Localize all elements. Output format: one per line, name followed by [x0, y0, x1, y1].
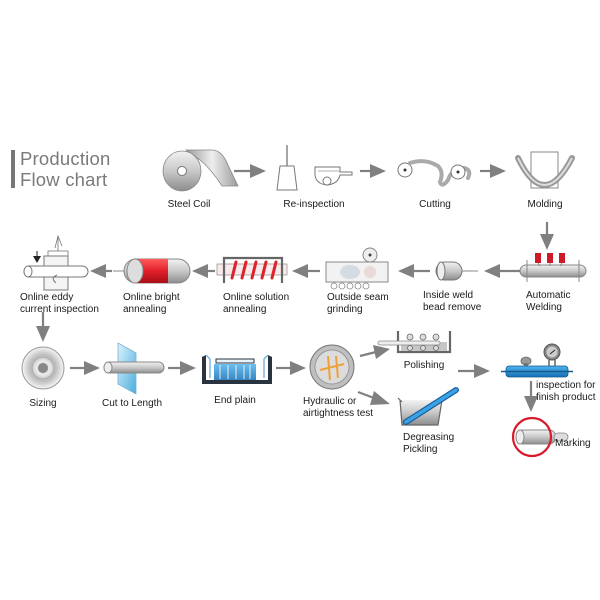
hydraulic-test-icon	[309, 344, 355, 390]
finish-inspection-icon	[501, 343, 573, 378]
arrow-hydraulic-to-degreasing	[357, 390, 390, 405]
label-inside-weld-line-1: Inside weld	[423, 290, 474, 301]
label-hydraulic-line-2: airtightness test	[303, 408, 374, 419]
label-outside-seam-line-1: Outside seam	[327, 292, 389, 303]
chart-title: Production Flow chart	[20, 148, 110, 190]
label-hydraulic-line-1: Hydraulic or	[303, 396, 357, 407]
arrow-inside-weld-to-outside-seam	[398, 264, 430, 278]
sizing-icon	[21, 346, 65, 390]
arrow-cut-to-end-plain	[168, 361, 196, 375]
molding-icon	[515, 151, 575, 189]
title-accent-bar	[11, 150, 15, 188]
degreasing-pickling-icon	[397, 387, 459, 426]
inside-weld-bead-icon	[435, 261, 478, 281]
label-sizing: Sizing	[29, 398, 57, 409]
label-eddy-current: Online eddy current inspection	[20, 292, 99, 316]
outside-seam-grinding-icon	[325, 247, 389, 290]
label-finish-inspection: inspection for finish product	[536, 380, 595, 404]
arrow-hydraulic-to-polishing	[359, 345, 390, 359]
arrow-finish-inspection-to-marking	[524, 381, 538, 412]
label-solution-annealing: Online solution annealing	[223, 292, 289, 316]
arrow-coil-to-reinspection	[234, 164, 266, 178]
label-bright-annealing-line-2: annealing	[123, 304, 167, 315]
label-outside-seam: Outside seam grinding	[327, 292, 389, 316]
arrow-cutting-to-molding	[480, 164, 506, 178]
label-finish-inspection-line-2: finish product	[536, 392, 596, 403]
arrow-polishing-to-finish-inspection	[458, 364, 490, 378]
automatic-welding-icon	[519, 253, 587, 282]
re-inspection-icon	[276, 145, 353, 191]
label-bright-annealing-line-1: Online bright	[123, 292, 180, 303]
label-automatic-welding-line-2: Welding	[526, 302, 562, 313]
label-hydraulic: Hydraulic or airtightness test	[303, 396, 373, 420]
label-cutting: Cutting	[419, 199, 451, 210]
label-molding: Molding	[527, 199, 563, 210]
arrow-end-plain-to-hydraulic	[276, 361, 306, 375]
eddy-current-icon	[23, 234, 89, 291]
arrow-bright-annealing-to-eddy	[90, 264, 112, 278]
label-re-inspection: Re-inspection	[283, 199, 345, 210]
label-marking: Marking	[555, 438, 591, 449]
arrow-sizing-to-cut	[70, 361, 100, 375]
label-outside-seam-line-2: grinding	[327, 304, 363, 315]
label-finish-inspection-line-1: inspection for	[536, 380, 596, 391]
steel-coil-icon	[162, 149, 239, 192]
label-eddy-current-line-2: current inspection	[20, 304, 99, 315]
label-automatic-welding: Automatic Welding	[526, 290, 570, 314]
label-degreasing-pickling: Degreasing Pickling	[403, 432, 454, 456]
label-solution-annealing-line-2: annealing	[223, 304, 267, 315]
cutting-icon	[397, 159, 472, 187]
cut-to-length-icon	[103, 342, 165, 395]
label-eddy-current-line-1: Online eddy	[20, 292, 74, 303]
label-steel-coil: Steel Coil	[167, 199, 211, 210]
label-degreasing-line-2: Pickling	[403, 444, 438, 455]
polishing-icon	[377, 331, 452, 354]
end-plain-icon	[202, 354, 272, 384]
marking-icon	[511, 416, 569, 458]
label-polishing: Polishing	[403, 360, 445, 371]
solution-annealing-icon	[216, 256, 288, 283]
label-bright-annealing: Online bright annealing	[123, 292, 180, 316]
label-automatic-welding-line-1: Automatic	[526, 290, 571, 301]
label-solution-annealing-line-1: Online solution	[223, 292, 290, 303]
bright-annealing-icon	[113, 258, 191, 284]
title-line-2: Flow chart	[20, 169, 108, 190]
arrow-molding-to-welding	[540, 222, 554, 250]
label-inside-weld-line-2: bead remove	[423, 302, 482, 313]
label-cut-to-length: Cut to Length	[101, 398, 163, 409]
arrow-reinspection-to-cutting	[360, 164, 386, 178]
title-line-1: Production	[20, 148, 111, 169]
label-end-plain: End plain	[214, 395, 256, 406]
arrow-eddy-to-sizing	[36, 312, 50, 342]
arrow-welding-to-inside-weld	[484, 264, 520, 278]
label-degreasing-line-1: Degreasing	[403, 432, 455, 443]
arrow-solution-to-bright-annealing	[192, 264, 215, 278]
label-inside-weld: Inside weld bead remove	[423, 290, 481, 314]
arrow-outside-seam-to-solution-annealing	[292, 264, 320, 278]
